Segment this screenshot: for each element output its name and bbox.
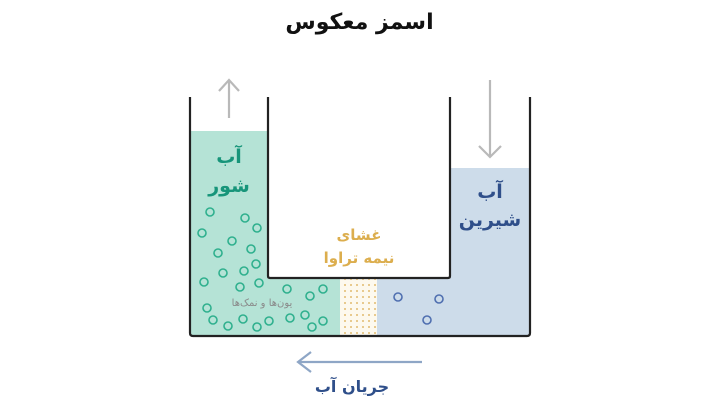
salt-water-label-line2: شور [207,175,250,197]
salt-ion-particle [282,284,292,294]
up-arrow-icon [218,78,240,118]
salt-water-fill [190,131,268,336]
salt-ion-particle [208,315,218,325]
salt-ion-particle [307,322,317,332]
salt-ion-particle [285,313,295,323]
fresh-water-fill [450,168,530,336]
salt-ion-particle [264,316,274,326]
salt-ion-particle [252,223,262,233]
water-flow-arrow-icon [296,351,422,373]
salt-ion-particle [238,314,248,324]
salt-ion-particle [251,259,261,269]
salt-ion-particle [202,303,212,313]
fresh-water-bottom-fill [377,279,450,336]
salt-ion-particle [252,322,262,332]
salt-ion-particle [239,266,249,276]
fresh-water-particle [434,294,444,304]
fresh-water-label-line2: شیرین [459,209,522,231]
salt-ion-particle [246,244,256,254]
salt-ion-particle [318,316,328,326]
container-outer [188,97,532,338]
membrane-label-line1: غشای [337,226,382,244]
fresh-water-particle-group [393,292,444,325]
salt-ion-particle [199,277,209,287]
ions-label: یون‌ها و نمک‌ها [232,298,293,309]
fresh-water-particle [393,292,403,302]
salt-ion-particle-group [197,207,328,332]
fresh-water-label-line1: آب [477,179,503,203]
salt-ion-particle [300,310,310,320]
salt-ion-particle [223,321,233,331]
semipermeable-membrane [340,279,377,336]
down-arrow-icon [478,80,502,159]
salt-water-label-line1: آب [216,144,242,168]
container-inner-u [266,97,452,280]
fresh-water-particle [422,315,432,325]
salt-ion-particle [218,268,228,278]
salt-ion-particle [305,291,315,301]
salt-ion-particle [227,236,237,246]
page-title: اسمز معکوس [285,10,434,35]
salt-ion-particle [254,278,264,288]
membrane-label-line2: نیمه تراوا [324,249,395,267]
salt-water-bottom-fill [268,279,340,336]
salt-ion-particle [318,284,328,294]
salt-ion-particle [213,248,223,258]
salt-ion-particle [235,282,245,292]
salt-ion-particle [197,228,207,238]
water-flow-label: جریان آب [315,376,389,396]
salt-ion-particle [240,213,250,223]
salt-ion-particle [205,207,215,217]
